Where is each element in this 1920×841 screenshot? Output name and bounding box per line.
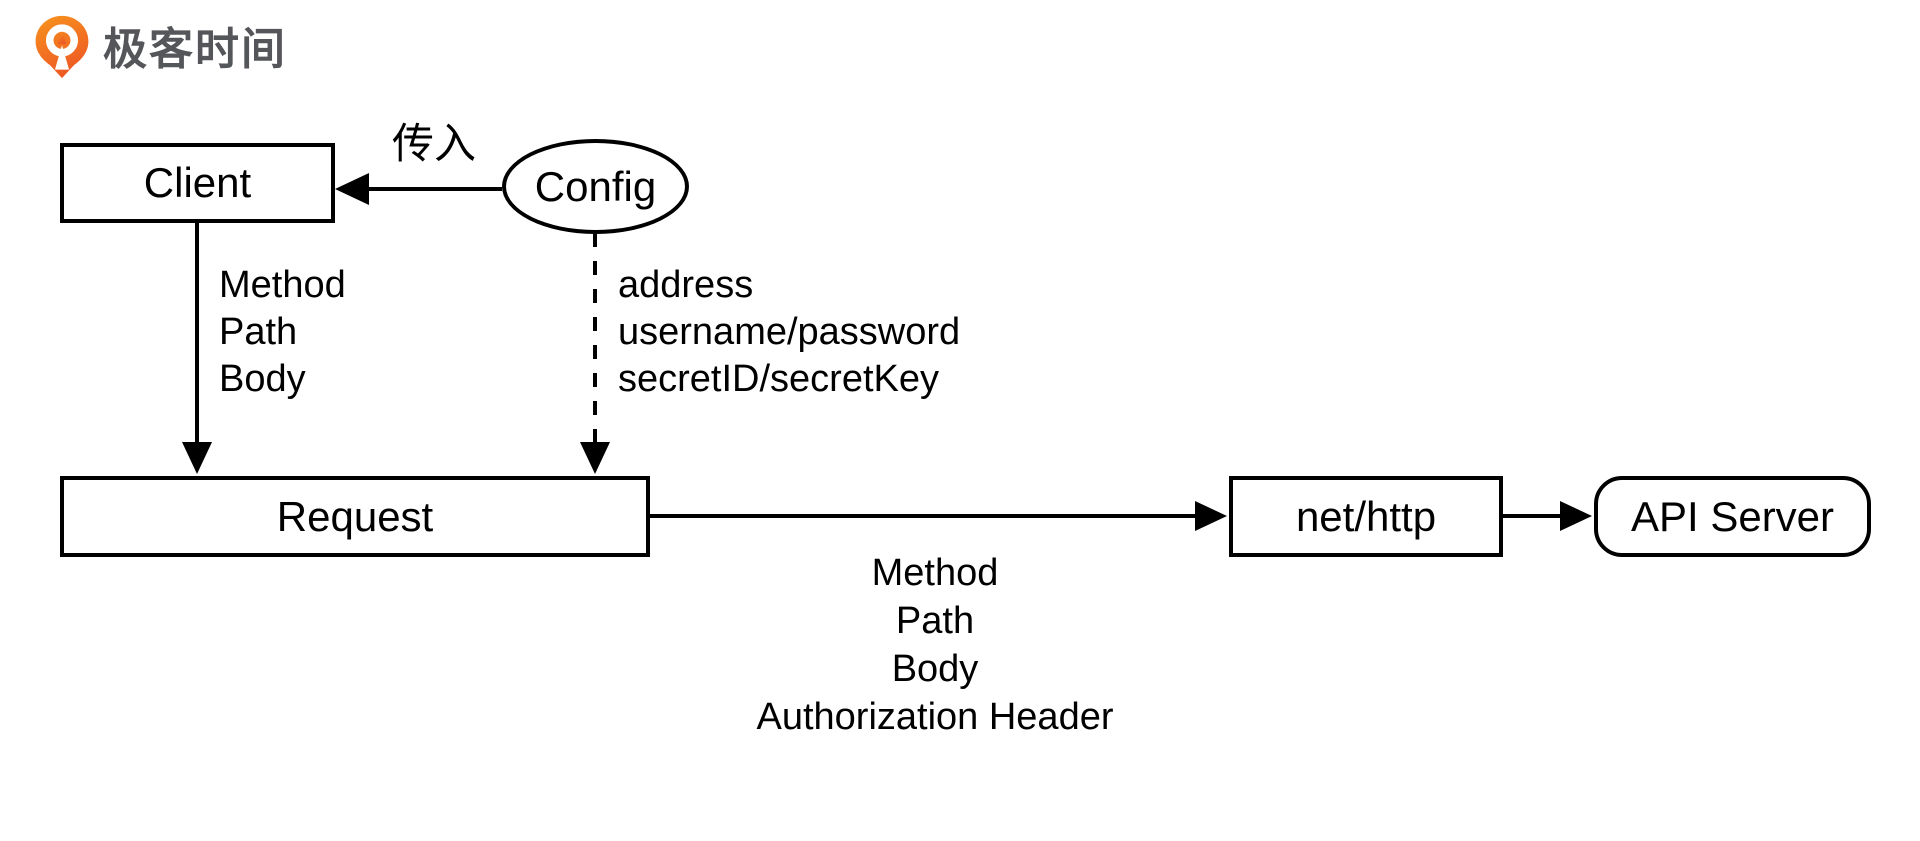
edge-label-line: Body bbox=[891, 648, 979, 690]
arrowhead-into-nethttp bbox=[1195, 501, 1227, 531]
edge-label-pass-in: 传入 bbox=[391, 120, 476, 167]
edge-label-line: Method bbox=[871, 552, 999, 594]
arrowhead-into-request-right bbox=[580, 442, 610, 474]
node-nethttp: net/http bbox=[1229, 476, 1503, 557]
edge-label-config-to-request: address username/password secretID/secre… bbox=[618, 262, 960, 403]
edge-label-line: Body bbox=[219, 358, 306, 400]
arrowhead-into-apiserver bbox=[1560, 501, 1592, 531]
edge-label-line: Method bbox=[219, 264, 346, 306]
node-request-label: Request bbox=[276, 492, 434, 540]
node-config-label: Config bbox=[534, 162, 657, 210]
node-nethttp-label: net/http bbox=[1295, 492, 1437, 540]
edge-label-line: Authorization Header bbox=[756, 696, 1114, 738]
geektime-logo-text: 极客时间 bbox=[103, 25, 287, 74]
edge-label-line: secretID/secretKey bbox=[618, 358, 939, 400]
node-client-label: Client bbox=[143, 159, 252, 206]
edge-label-client-to-request: Method Path Body bbox=[219, 262, 346, 403]
arrowhead-into-request-left bbox=[182, 442, 212, 474]
node-apiserver-label: API Server bbox=[1630, 492, 1835, 540]
edge-label-line: Path bbox=[219, 311, 298, 353]
arrowhead-into-client bbox=[335, 173, 369, 205]
node-request: Request bbox=[60, 476, 650, 557]
geektime-logo: 极客时间 bbox=[33, 14, 287, 80]
edge-label-line: address bbox=[618, 264, 754, 306]
edge-label-request-to-nethttp: Method Path Body Authorization Header bbox=[635, 549, 1235, 741]
node-client: Client bbox=[60, 143, 335, 223]
node-apiserver: API Server bbox=[1594, 476, 1871, 557]
edge-label-line: Path bbox=[895, 600, 975, 642]
geektime-pin-icon bbox=[35, 15, 89, 79]
node-config: Config bbox=[502, 139, 689, 234]
edge-label-line: username/password bbox=[618, 311, 961, 353]
